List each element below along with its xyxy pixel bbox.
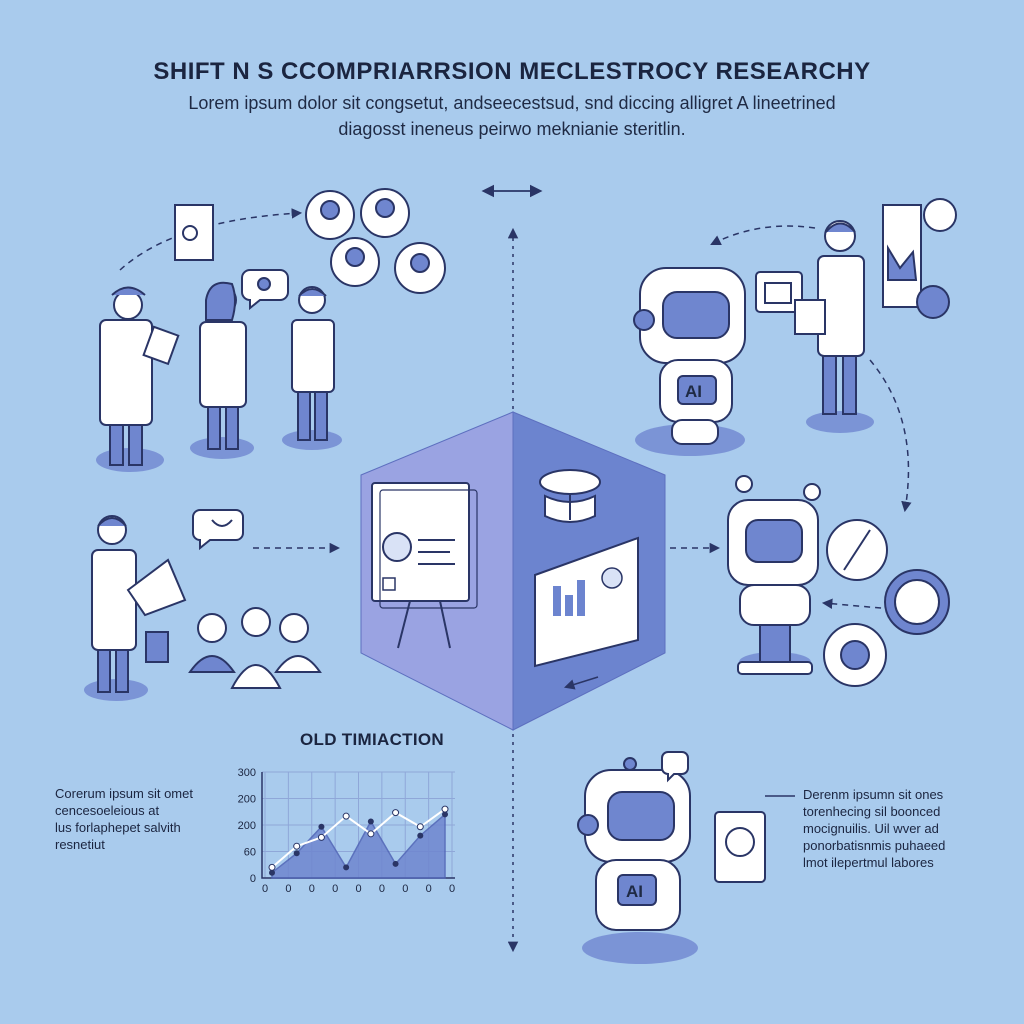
page-title: SHIFT N S CCOMPRIARRSION MECLESTROCY RES… <box>153 58 871 85</box>
chart-x-tick-label: 0 <box>355 883 361 895</box>
section-label: OLD TIMIACTION <box>300 730 444 749</box>
ai-robot-analysis-illustration <box>727 475 950 687</box>
right-note-line: mocignuilis. Uil wver ad <box>803 821 939 836</box>
left-note-line: Corerum ipsum sit omet <box>55 786 193 801</box>
chart-area-point <box>293 850 300 857</box>
chart-area-point <box>417 832 424 839</box>
chart-line-point <box>441 805 449 813</box>
chart-x-tick-label: 0 <box>285 883 291 895</box>
right-note: Derenm ipsumn sit ones torenhecing sil b… <box>803 786 945 871</box>
chart-line-point <box>268 863 276 871</box>
chart-line-point <box>317 833 325 841</box>
chart-area-point <box>392 860 399 867</box>
chart-x-tick-label: 0 <box>262 883 268 895</box>
chart-x-tick-label: 0 <box>379 883 385 895</box>
chart-x-tick-label: 0 <box>309 883 315 895</box>
right-note-line: ponorbatisnmis puhaeed <box>803 838 946 853</box>
chart-x-tick-label: 0 <box>449 883 455 895</box>
chart-line-point <box>293 842 301 850</box>
connector-arrows <box>119 208 912 610</box>
chart-area-point <box>269 869 275 876</box>
chart-y-tick-label: 300 <box>238 767 256 779</box>
chart-line-series <box>271 808 446 869</box>
chart-area-point <box>367 818 374 825</box>
chart-line-point <box>342 812 350 820</box>
right-note-line: Derenm ipsumn sit ones <box>803 787 944 802</box>
ai-robot-report-illustration: AI <box>577 751 795 964</box>
right-note-line: torenhecing sil boonced <box>803 804 941 819</box>
chart-x-tick-label: 0 <box>402 883 408 895</box>
left-note-line: resnetiut <box>55 837 105 852</box>
robot-badge-label-2: AI <box>626 882 643 901</box>
chart-y-tick-label: 200 <box>238 820 256 832</box>
chart-x-tick-label: 0 <box>332 883 338 895</box>
left-note-line: cencesoeleious at <box>55 803 160 818</box>
right-note-line: lmot ilepertmul labores <box>803 855 934 870</box>
doctor-laptop-illustration <box>84 509 322 701</box>
chart-line-point <box>367 830 375 838</box>
chart-area-point <box>343 864 350 871</box>
left-note: Corerum ipsum sit omet cencesoeleious at… <box>55 785 193 853</box>
monitor-icon <box>534 469 639 690</box>
subtitle-line-2: diagosst ineneus peirwo meknianie sterit… <box>338 119 686 139</box>
chart-line-point <box>416 823 424 831</box>
presentation-board-icon <box>371 482 478 649</box>
subtitle-line-1: Lorem ipsum dolor sit congsetut, andseec… <box>188 93 836 113</box>
left-note-line: lus forlaphepet salvith <box>55 820 181 835</box>
robot-badge-label: AI <box>685 382 702 401</box>
page-subtitle: Lorem ipsum dolor sit congsetut, andseec… <box>120 90 904 142</box>
ai-robot-doctor-illustration: AI <box>633 198 957 456</box>
chart-line-point <box>392 809 400 817</box>
chart-area-point <box>442 811 448 818</box>
chart-x-tick-label: 0 <box>426 883 432 895</box>
chart-y-tick-label: 200 <box>238 794 256 806</box>
chart-y-tick-label: 0 <box>250 873 256 885</box>
chart-y-tick-label: 60 <box>244 847 256 859</box>
doctor-team-illustration <box>96 188 446 472</box>
chart-area-point <box>318 823 325 830</box>
